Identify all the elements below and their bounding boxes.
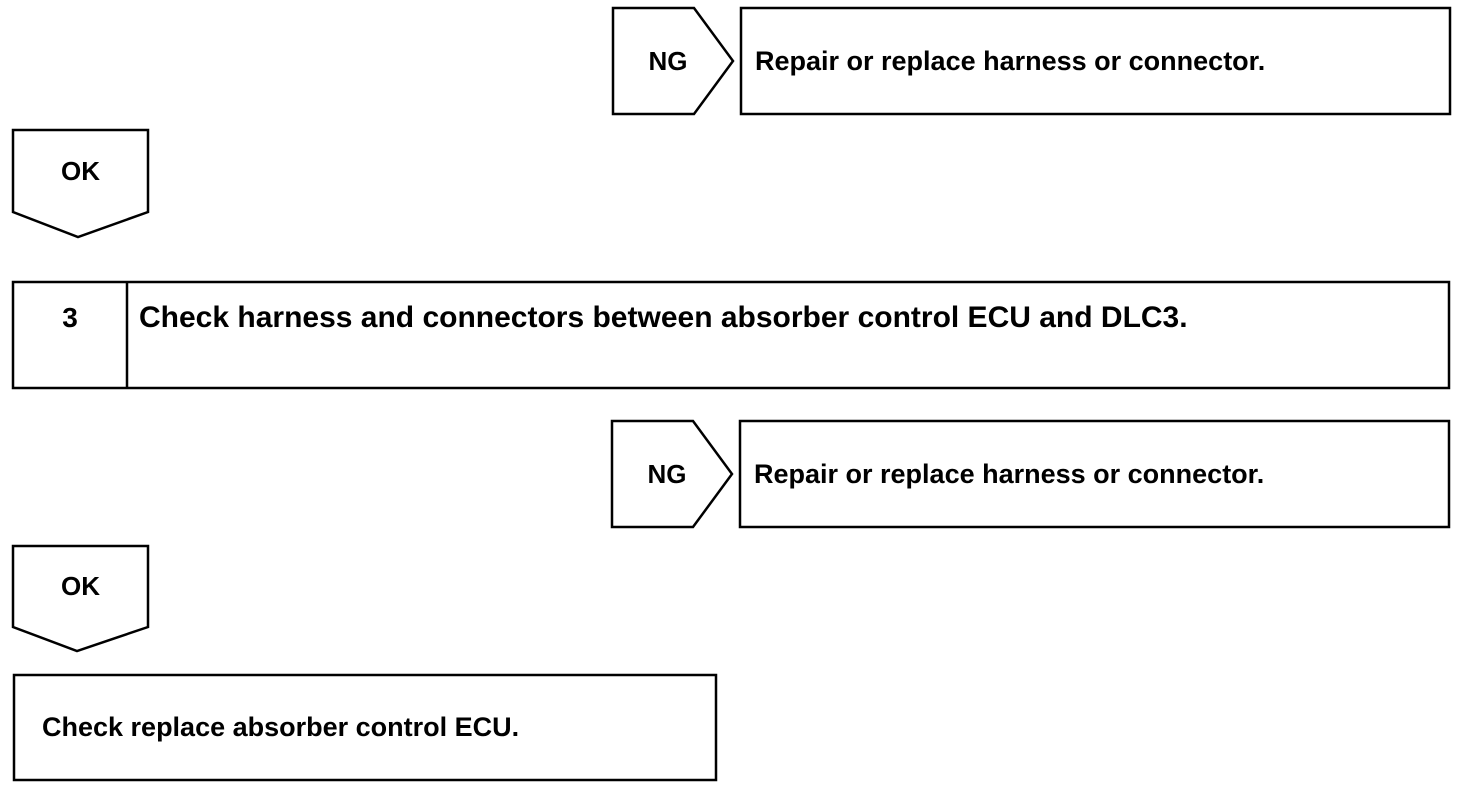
- final-text: Check replace absorber control ECU.: [42, 712, 520, 742]
- result-text-1: Repair or replace harness or connector.: [755, 45, 1266, 76]
- ng-label-1: NG: [648, 46, 688, 76]
- result-text-2: Repair or replace harness or connector.: [754, 458, 1265, 489]
- ok-label-1: OK: [61, 156, 100, 186]
- ng-label-2: NG: [647, 459, 687, 489]
- ok-label-2: OK: [61, 571, 100, 601]
- step-number: 3: [62, 302, 78, 333]
- step-text: Check harness and connectors between abs…: [139, 301, 1188, 334]
